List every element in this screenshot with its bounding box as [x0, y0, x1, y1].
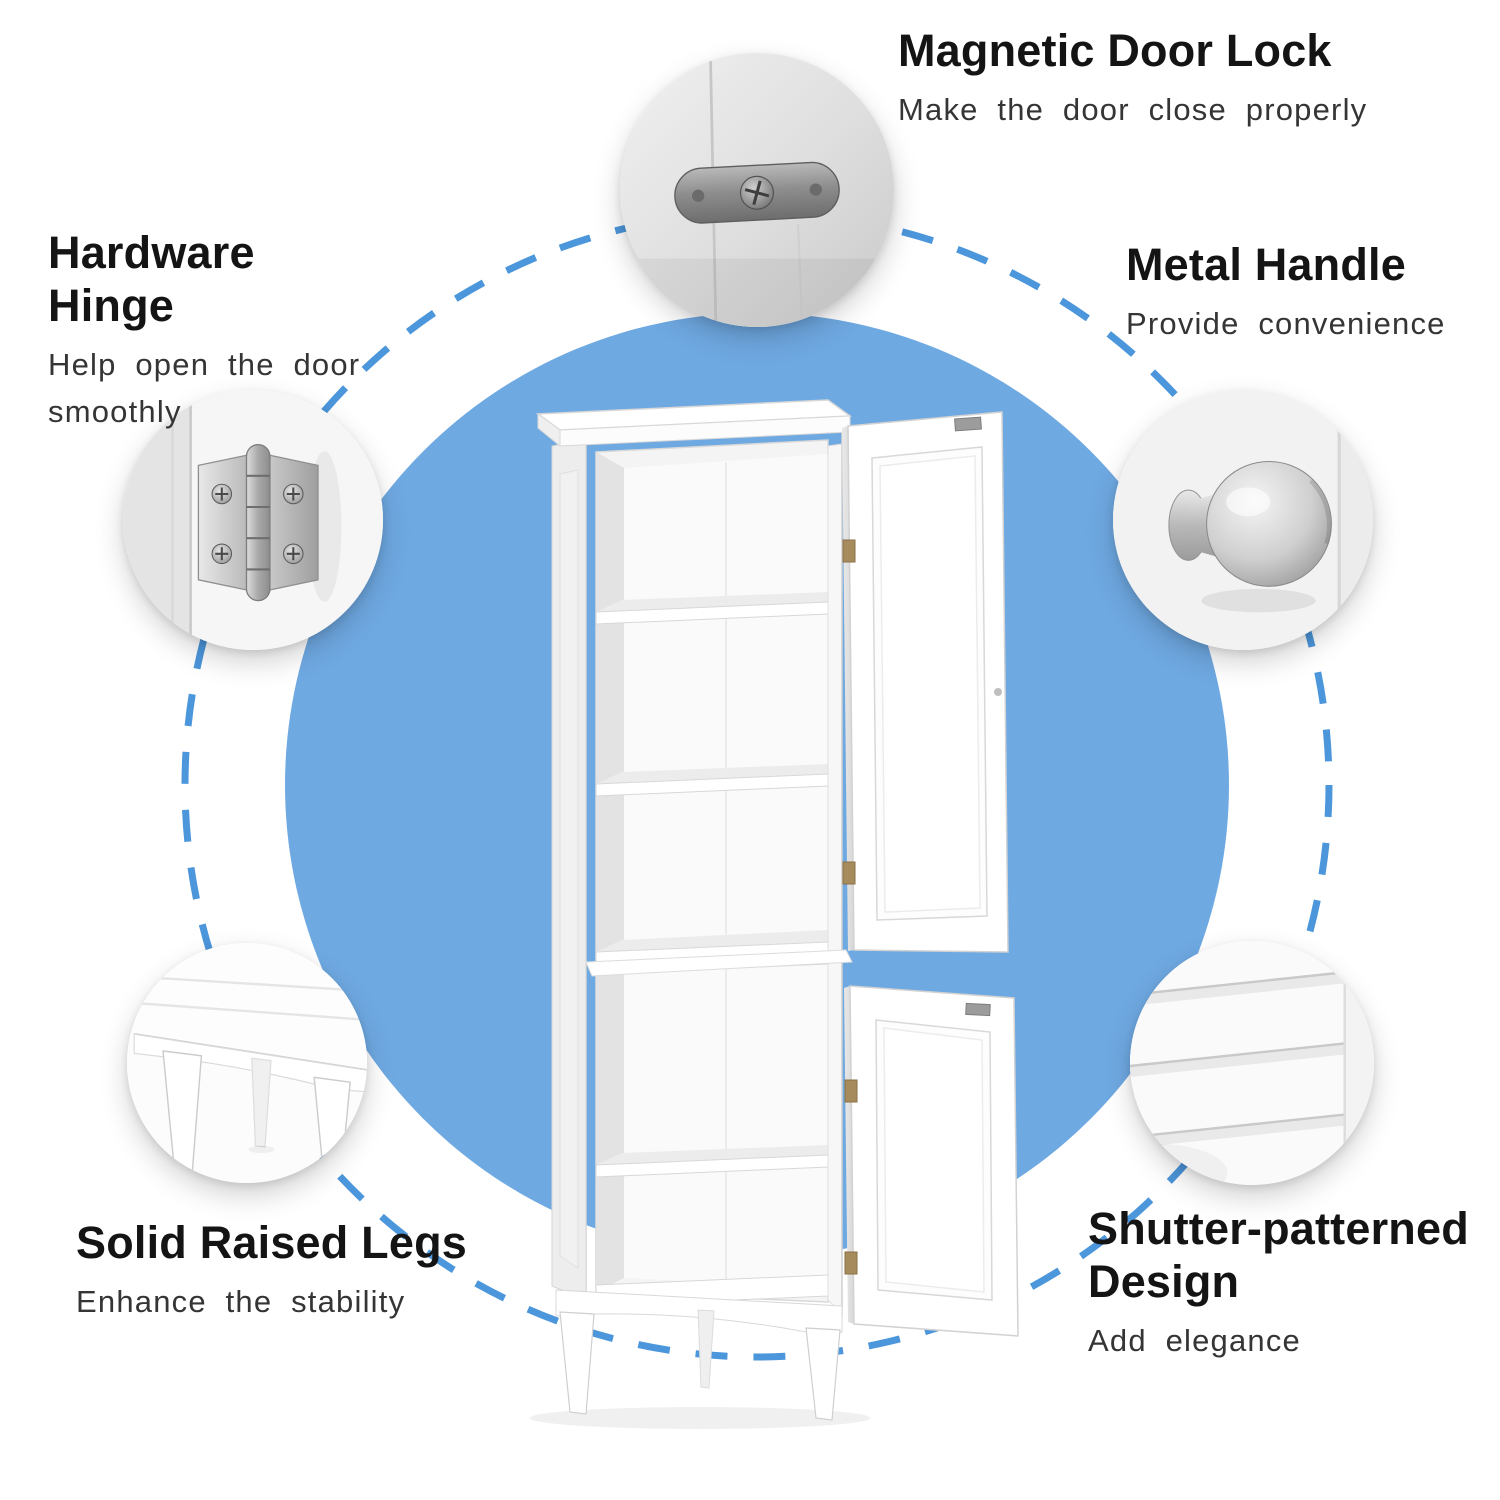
shutter-pattern-icon: [1130, 941, 1374, 1185]
feature-subtitle-metal-handle: Provide convenience: [1126, 306, 1446, 342]
feature-label-hardware-hinge: Hardware Hinge Help open the door smooth…: [48, 226, 393, 435]
feature-subtitle-magnetic-door-lock: Make the door close properly: [898, 92, 1368, 128]
feature-subtitle-solid-raised-legs: Enhance the stability: [76, 1284, 406, 1320]
shutter-pattern-photo-circle: [1130, 941, 1374, 1185]
metal-knob-icon: [1113, 390, 1373, 650]
metal-handle-photo-circle: [1113, 390, 1373, 650]
hinge-screws: [211, 483, 304, 565]
magnetic-lock-photo-circle: [620, 53, 894, 327]
hinge-icon: [123, 390, 383, 650]
hinge-photo-circle: [123, 390, 383, 650]
blue-backdrop-circle: [285, 313, 1229, 1257]
feature-label-shutter-patterned-design: Shutter-patterned Design Add elegance: [1088, 1202, 1500, 1365]
magnetic-lock-icon: [620, 53, 894, 327]
cabinet-legs: [555, 1289, 843, 1421]
feature-title-solid-raised-legs: Solid Raised Legs: [76, 1217, 467, 1268]
cabinet-floor-shadow: [530, 1407, 870, 1429]
feature-subtitle-shutter-patterned-design: Add elegance: [1088, 1323, 1302, 1359]
feature-title-hardware-hinge: Hardware Hinge: [48, 227, 255, 332]
feature-subtitle-hardware-hinge: Help open the door smoothly: [48, 347, 361, 429]
feature-title-magnetic-door-lock: Magnetic Door Lock: [898, 25, 1332, 76]
feature-label-metal-handle: Metal Handle Provide convenience: [1126, 238, 1496, 348]
raised-legs-photo-circle: [127, 943, 367, 1183]
feature-label-solid-raised-legs: Solid Raised Legs Enhance the stability: [76, 1216, 506, 1326]
feature-title-metal-handle: Metal Handle: [1126, 239, 1406, 290]
feature-title-shutter-patterned-design: Shutter-patterned Design: [1088, 1203, 1469, 1308]
feature-label-magnetic-door-lock: Magnetic Door Lock Make the door close p…: [898, 24, 1478, 134]
raised-legs-icon: [127, 943, 367, 1183]
